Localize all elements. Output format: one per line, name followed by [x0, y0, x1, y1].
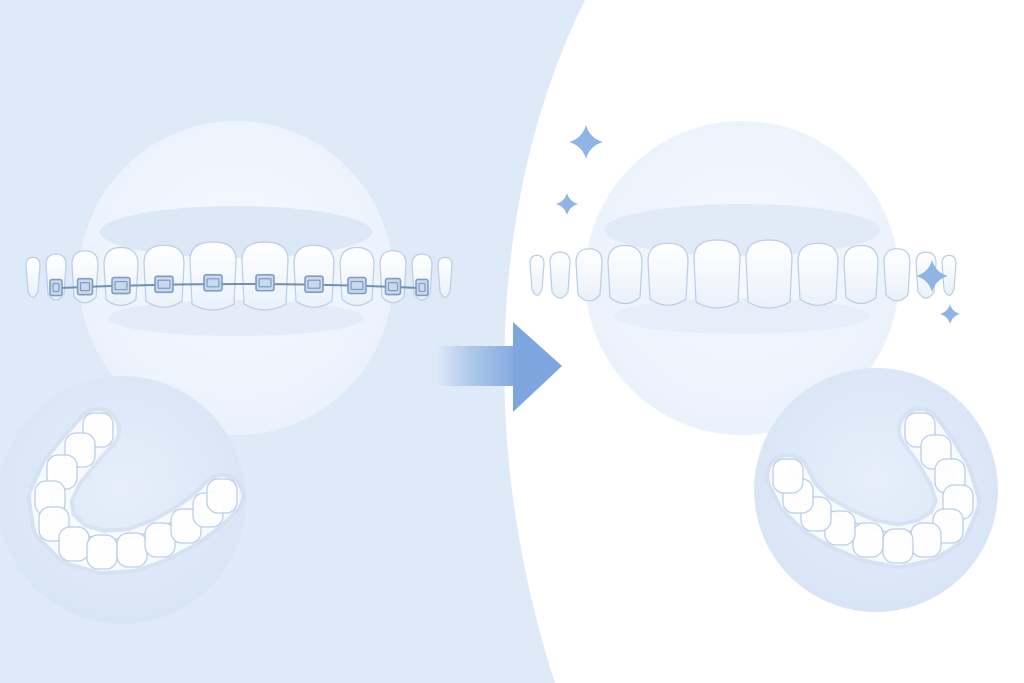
tooth — [529, 254, 545, 296]
bracket-slot — [258, 278, 272, 288]
sparkle-icon — [569, 125, 603, 159]
tooth — [103, 246, 139, 307]
clear-aligner-icon — [765, 407, 981, 569]
bracket-slot — [114, 280, 128, 291]
tooth — [647, 242, 689, 306]
bracket — [384, 277, 402, 296]
before-aligner-group — [0, 376, 246, 624]
aligner-tooth — [882, 528, 914, 564]
clear-aligner-icon — [27, 407, 245, 575]
tooth — [25, 256, 41, 298]
bracket — [49, 278, 63, 297]
aligner-tooth — [86, 534, 118, 570]
after-aligner-group — [754, 368, 998, 612]
tooth — [437, 256, 453, 298]
tooth — [575, 248, 603, 302]
sparkle-icon — [940, 304, 960, 324]
archwire — [59, 283, 421, 289]
bracket-slot — [350, 280, 364, 291]
tooth — [693, 239, 741, 309]
after-teeth-group — [529, 121, 957, 435]
tooth — [745, 239, 793, 309]
arrow-right-icon — [435, 322, 562, 412]
bracket-slot — [418, 282, 426, 293]
bracket-slot — [157, 279, 171, 289]
tooth — [843, 244, 879, 305]
tooth — [549, 251, 571, 299]
tooth — [941, 254, 957, 296]
sparkle-icon — [916, 260, 948, 292]
before-teeth-group — [25, 121, 453, 435]
bracket-slot — [206, 278, 220, 288]
tooth — [797, 242, 839, 306]
bracket-slot — [307, 279, 321, 289]
tooth — [339, 246, 375, 307]
aligner-tooth — [206, 478, 238, 514]
after-circle — [585, 121, 899, 435]
bracket-slot — [52, 282, 60, 293]
sparkles — [556, 125, 960, 324]
teeth-with-braces-icon — [25, 241, 453, 311]
before-circle — [79, 121, 393, 435]
bracket — [415, 278, 429, 297]
aligner-tooth — [116, 532, 148, 568]
bracket-slot — [387, 281, 399, 292]
aligner-tooth — [58, 526, 90, 562]
tooth — [607, 244, 643, 305]
sparkle-icon — [556, 193, 578, 215]
tooth — [883, 248, 911, 302]
aligner-tooth — [772, 458, 804, 494]
bracket — [76, 277, 94, 296]
aligner-tooth — [852, 522, 884, 558]
bracket-slot — [79, 282, 91, 292]
aligner-tooth — [910, 522, 942, 558]
